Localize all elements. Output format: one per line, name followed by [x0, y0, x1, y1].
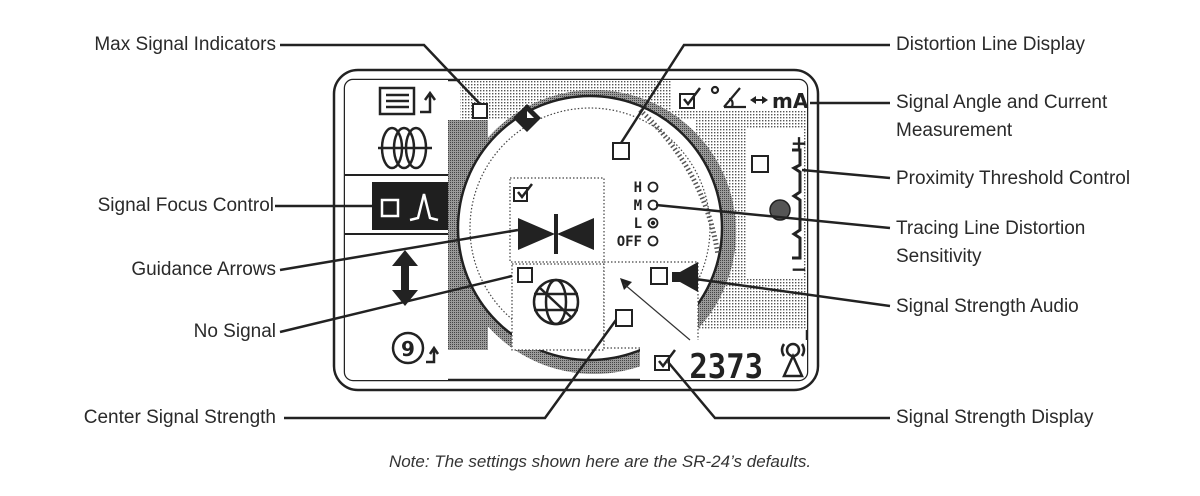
defaults-note: Note: The settings shown here are the SR…: [388, 452, 812, 471]
leader-center-signal: [284, 319, 618, 420]
leader-signal-display: [667, 361, 890, 420]
sensitivity-off: OFF: [617, 234, 642, 250]
antenna-icon: [780, 342, 806, 378]
label-signal-angle-2: Measurement: [896, 120, 1013, 141]
label-max-signal: Max Signal Indicators: [94, 34, 276, 55]
leader-audio: [687, 276, 891, 308]
proximity-checkbox: [751, 155, 769, 173]
sensitivity-radio-h: [647, 181, 659, 193]
leader-tracing: [655, 203, 891, 230]
leader-guidance: [279, 228, 519, 272]
label-proximity: Proximity Threshold Control: [896, 168, 1131, 189]
sensitivity-selector: H M L OFF: [617, 180, 642, 250]
audio-checkbox: [650, 267, 668, 285]
sensitivity-radio-off: [647, 235, 659, 247]
frequency-coil-icon: [378, 126, 432, 170]
focus-control-icon: [380, 193, 439, 222]
label-distortion-line: Distortion Line Display: [896, 34, 1086, 55]
inner-circle: [469, 107, 711, 349]
no-signal-checkbox: [517, 267, 533, 283]
distortion-line-checkbox: [612, 142, 630, 160]
up-down-arrows-icon: [392, 250, 418, 306]
current-unit: mA: [772, 89, 809, 113]
angle-icon: [710, 85, 746, 109]
label-signal-audio: Signal Strength Audio: [896, 296, 1079, 317]
proximity-slider-knob: [769, 199, 791, 221]
sensitivity-h: H: [634, 180, 642, 196]
label-signal-focus: Signal Focus Control: [97, 195, 274, 216]
label-tracing-2: Sensitivity: [896, 246, 982, 267]
depth-value: 9: [401, 337, 415, 361]
sensitivity-radio-l-dot: [650, 220, 656, 226]
leader-distortion: [619, 43, 890, 144]
center-arrow-icon: [620, 278, 691, 341]
label-signal-display: Signal Strength Display: [896, 407, 1094, 428]
leader-max-signal: [280, 43, 481, 105]
leader-proximity: [801, 168, 891, 180]
no-signal-globe-icon: [532, 278, 580, 326]
center-signal-checkbox: [615, 309, 633, 327]
sensitivity-m: M: [634, 198, 642, 214]
angle-checkbox-icon: [679, 87, 701, 109]
current-arrows-icon: [750, 96, 768, 104]
proximity-minus: −: [791, 257, 808, 281]
sensitivity-l: L: [634, 216, 642, 232]
signal-strength-value: 2373: [689, 346, 763, 386]
guidance-arrows-icon: [518, 214, 594, 254]
proximity-scale-icon: [791, 148, 802, 260]
label-no-signal: No Signal: [193, 321, 276, 342]
label-center-signal: Center Signal Strength: [83, 407, 276, 428]
label-signal-angle-1: Signal Angle and Current: [896, 92, 1108, 113]
depth-circle-icon: 9: [391, 331, 440, 365]
leader-lines: [275, 43, 891, 420]
guidance-checkbox-icon: [513, 183, 533, 202]
leader-no-signal: [279, 274, 513, 334]
max-signal-diamond-icon: [513, 104, 541, 132]
label-tracing-1: Tracing Line Distortion: [896, 218, 1086, 239]
menu-icon: [378, 86, 437, 116]
distortion-dotted-arc: [638, 108, 721, 256]
label-guidance-arrows: Guidance Arrows: [131, 259, 276, 280]
focus-panel: [372, 182, 448, 230]
max-signal-checkbox: [472, 103, 488, 119]
